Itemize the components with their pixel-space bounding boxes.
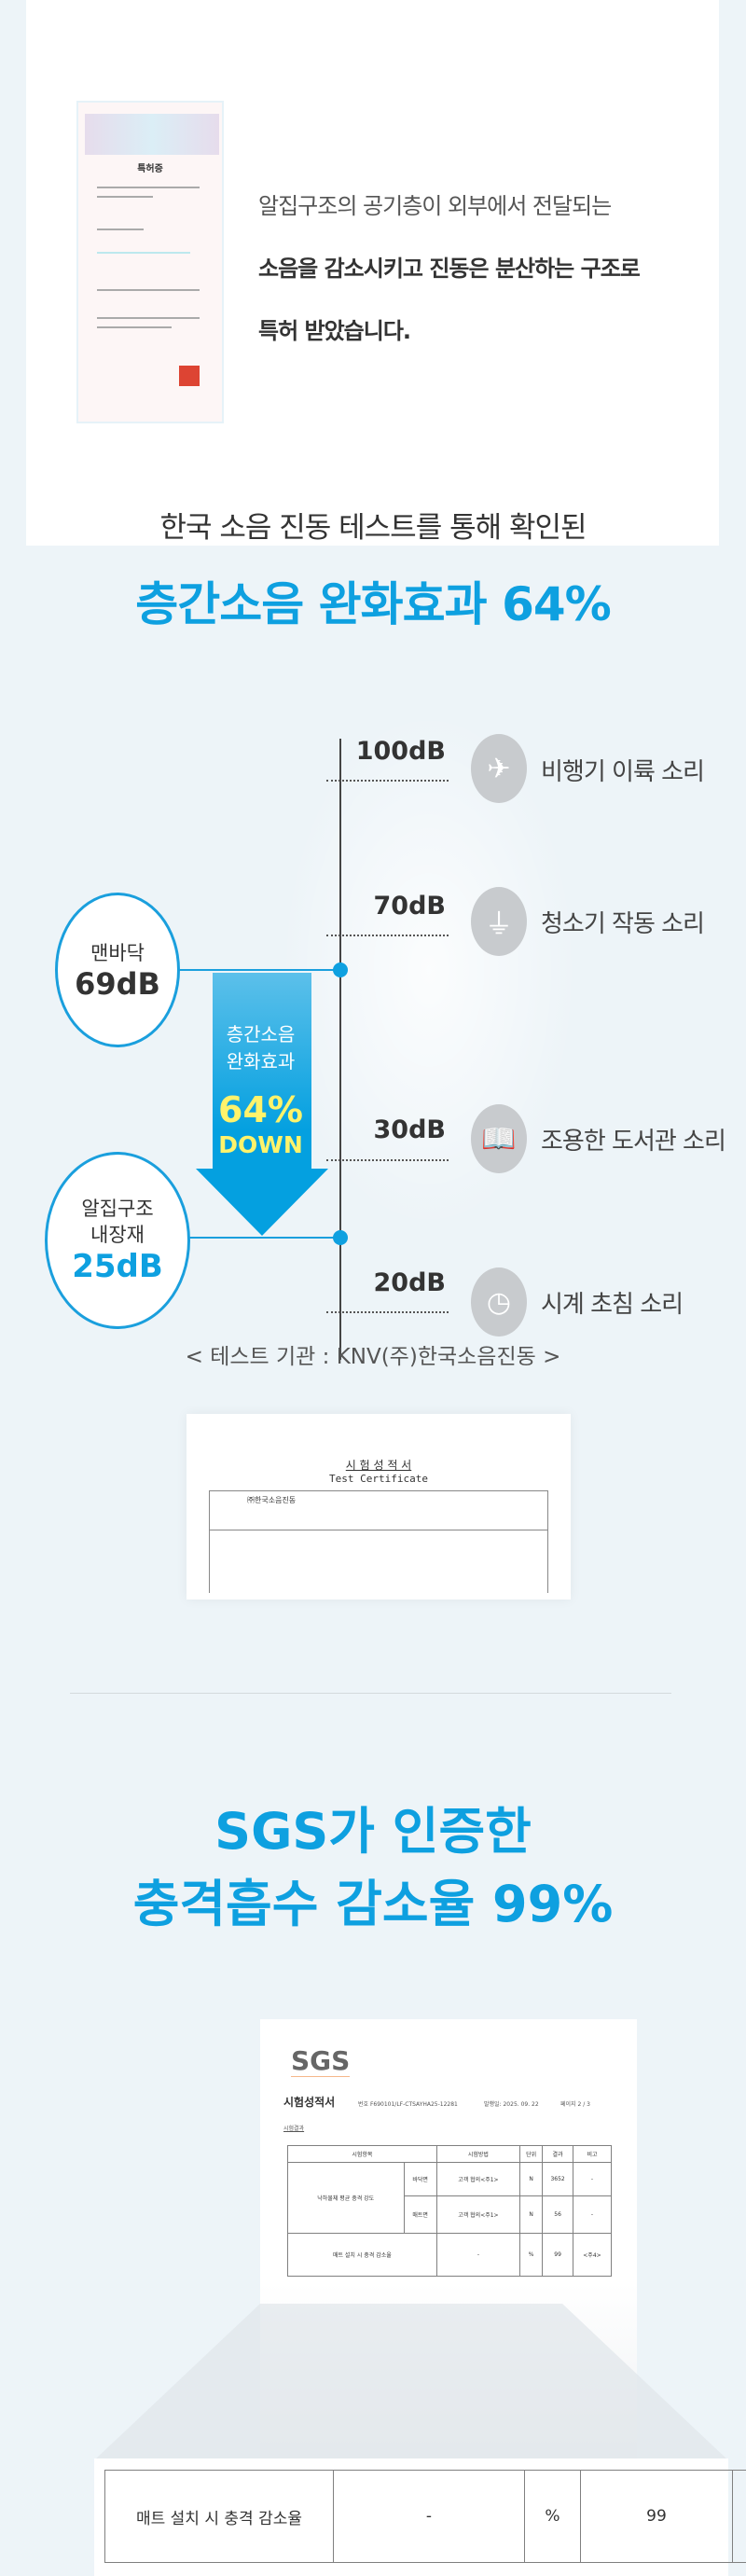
dotted-line [326,935,449,936]
arrow-down: DOWN [218,1131,303,1158]
noise-title: 층간소음 완화효과 64% [135,577,612,631]
bare-floor-dot [333,963,348,977]
bare-floor-bubble: 맨바닥 69dB [55,893,180,1047]
noise-subtitle: 한국 소음 진동 테스트를 통해 확인된 [159,511,587,545]
dotted-line [326,780,449,782]
product-dot [333,1230,348,1245]
sound-label: 청소기 작동 소리 [541,910,705,938]
zoom-projection [94,2304,728,2460]
book-icon: 📖 [471,1104,527,1173]
sgs-title: SGS가 인증한 충격흡수 감소율 99% [132,1802,614,1933]
arrow-percent: 64% [218,1089,303,1130]
test-institution: < 테스트 기관 : KNV(주)한국소음진동 > [185,1345,561,1369]
db-level-30: 30dB [373,1115,446,1144]
patent-description: 알집구조의 공기층이 외부에서 전달되는 소음을 감소시키고 진동은 분산하는 … [258,193,641,344]
product-bubble: 알집구조 내장재 25dB [45,1152,190,1329]
db-level-20: 20dB [373,1268,446,1297]
sound-label: 시계 초침 소리 [541,1291,684,1319]
dotted-line [326,1311,449,1313]
reduction-arrow [196,973,328,1236]
db-axis [339,739,341,1360]
product-line [186,1237,340,1239]
clock-icon: ◷ [471,1267,527,1336]
db-level-100: 100dB [355,737,446,766]
bare-floor-line [177,969,340,971]
knv-certificate-image: 시 험 성 적 서 Test Certificate ㈜한국소음진동 [186,1414,571,1600]
sound-label: 비행기 이륙 소리 [541,758,705,786]
arrow-label: 층간소음 완화효과 [226,1023,296,1073]
dotted-line [326,1159,449,1161]
patent-certificate-image: 특허증 [76,101,224,423]
zoomed-result-row: 매트 설치 시 충격 감소율-%99<주4> [94,2458,746,2576]
section-divider [70,1693,671,1694]
airplane-icon: ✈ [471,734,527,803]
sound-label: 조용한 도서관 소리 [541,1128,726,1156]
db-level-70: 70dB [373,892,446,921]
vacuum-icon: ⏚ [471,887,527,956]
